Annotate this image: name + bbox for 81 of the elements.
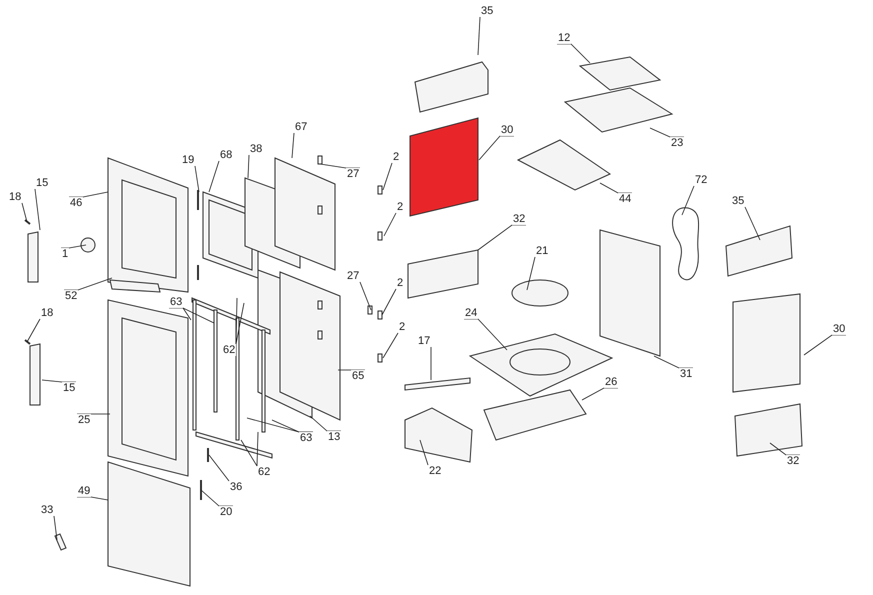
callout-number: 25 xyxy=(77,414,92,426)
leader-line xyxy=(600,182,632,194)
leader-line xyxy=(682,186,694,216)
leader-line xyxy=(650,128,684,138)
leader-line xyxy=(248,154,250,178)
callout-number: 17 xyxy=(417,335,432,347)
leader-line xyxy=(246,418,314,432)
leader-line xyxy=(320,164,360,168)
callout-number: 13 xyxy=(327,431,342,443)
callout-number: 49 xyxy=(77,485,92,497)
callout-number: 2 xyxy=(396,277,404,289)
callout-number: 68 xyxy=(219,149,234,161)
leader-line xyxy=(310,416,342,432)
leader-line xyxy=(360,282,372,310)
leader-line xyxy=(236,302,244,344)
leader-line xyxy=(34,188,40,230)
leader-line xyxy=(22,202,28,222)
callout-number: 35 xyxy=(480,5,494,17)
leader-line xyxy=(208,160,220,192)
callout-number: 65 xyxy=(351,370,366,382)
callout-number: 27 xyxy=(346,270,360,282)
leader-line xyxy=(382,162,392,190)
leader-line xyxy=(384,212,396,236)
leader-line xyxy=(526,256,536,290)
callout-number: 33 xyxy=(40,504,54,516)
callout-number: 26 xyxy=(604,376,618,388)
callout-number: 52 xyxy=(64,290,78,302)
leader-line xyxy=(236,298,238,344)
callout-number: 1 xyxy=(61,248,70,260)
leader-line xyxy=(744,206,760,240)
leader-line xyxy=(292,132,294,158)
leader-line xyxy=(478,16,480,56)
leader-line xyxy=(60,244,86,248)
callout-number: 18 xyxy=(40,307,54,319)
callout-number: 15 xyxy=(35,177,50,189)
callout-number: 24 xyxy=(464,307,478,319)
leader-line xyxy=(420,440,428,466)
leader-line xyxy=(654,356,694,368)
callout-number: 21 xyxy=(535,245,550,257)
callout-number: 46 xyxy=(69,197,84,209)
leader-line xyxy=(382,332,398,358)
callout-number: 23 xyxy=(670,137,684,149)
callout-number: 38 xyxy=(249,143,264,155)
callout-number: 32 xyxy=(786,455,800,467)
callout-number: 35 xyxy=(731,195,746,207)
callout-number: 62 xyxy=(257,466,272,478)
leader-line xyxy=(182,308,192,320)
leader-line xyxy=(240,440,258,466)
leader-line xyxy=(430,346,432,380)
leader-line xyxy=(42,380,76,382)
leader-line xyxy=(256,432,258,466)
callout-number: 2 xyxy=(392,151,400,163)
callout-number: 30 xyxy=(500,124,514,136)
callout-number: 27 xyxy=(346,168,360,180)
leader-line xyxy=(200,490,234,506)
callout-number: 63 xyxy=(299,432,314,444)
callout-number: 22 xyxy=(428,465,442,477)
callout-number: 20 xyxy=(219,506,234,518)
callout-number: 67 xyxy=(294,121,308,133)
leader-line xyxy=(64,278,112,290)
callout-number: 19 xyxy=(181,154,196,166)
callout-number: 18 xyxy=(8,191,22,203)
leader-line xyxy=(68,192,108,198)
callout-number: 31 xyxy=(679,368,694,380)
leader-line xyxy=(208,454,230,482)
callout-number: 36 xyxy=(229,481,244,493)
callout-number: 72 xyxy=(694,174,708,186)
leader-line xyxy=(382,288,396,316)
leader-line xyxy=(770,442,800,456)
callout-number: 63 xyxy=(169,296,184,308)
callout-number: 30 xyxy=(832,323,846,335)
callout-number: 12 xyxy=(557,32,572,44)
callout-number: 2 xyxy=(396,201,404,213)
leader-line xyxy=(54,516,58,540)
callout-number: 2 xyxy=(398,321,406,333)
callout-number: 15 xyxy=(62,382,76,394)
leader-line xyxy=(26,318,40,342)
callout-number: 62 xyxy=(222,344,236,356)
callout-number: 32 xyxy=(512,213,526,225)
leader-line xyxy=(194,166,200,192)
callout-number: 44 xyxy=(618,193,632,205)
